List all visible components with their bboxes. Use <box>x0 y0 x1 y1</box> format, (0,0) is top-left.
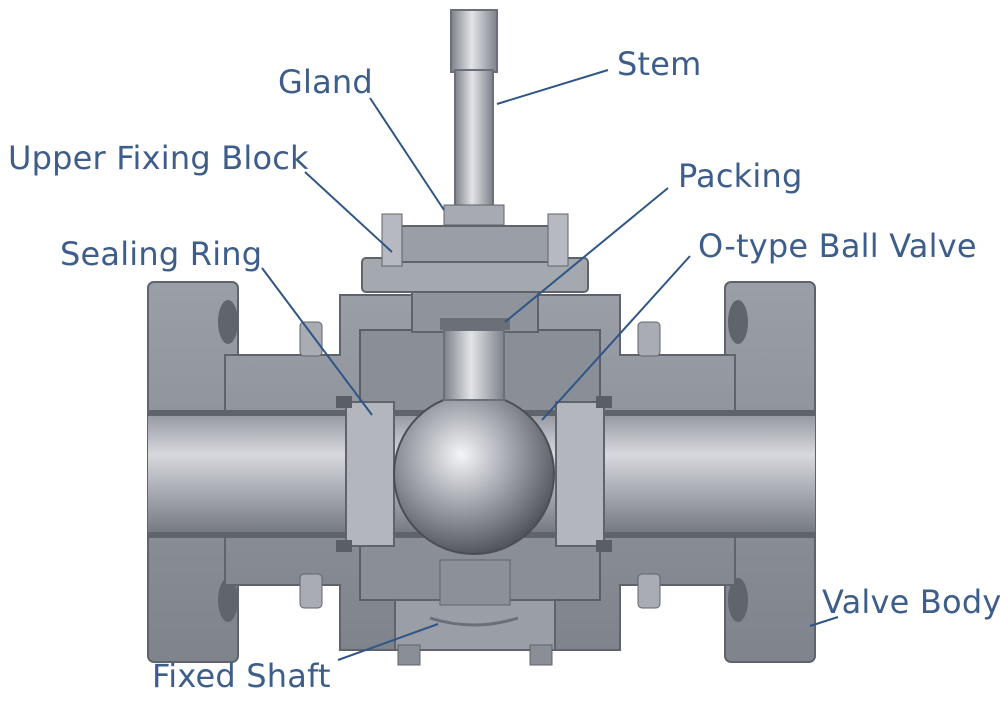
stem <box>443 9 505 401</box>
leader-o-type-ball-valve <box>541 255 691 421</box>
label-valve-body: Valve Body <box>822 583 1000 621</box>
seat-rings <box>336 396 612 552</box>
leader-gland <box>369 97 445 211</box>
leader-valve-body <box>809 616 839 627</box>
label-gland: Gland <box>278 63 373 101</box>
label-stem: Stem <box>617 45 702 83</box>
label-o-type-ball-valve: O-type Ball Valve <box>698 227 977 265</box>
leader-lines <box>261 69 839 661</box>
label-upper-fixing-block: Upper Fixing Block <box>8 139 309 177</box>
label-fixed-shaft: Fixed Shaft <box>152 657 331 695</box>
leader-fixed-shaft <box>337 623 439 661</box>
label-packing: Packing <box>678 157 803 195</box>
leader-stem <box>496 69 609 105</box>
fixed-shaft <box>394 559 556 666</box>
leader-packing <box>504 187 669 323</box>
ball <box>393 393 555 555</box>
label-sealing-ring: Sealing Ring <box>60 235 263 273</box>
leader-upper-fixing-block <box>304 171 393 253</box>
leader-sealing-ring <box>261 267 373 416</box>
upper-fixing-block <box>361 213 589 333</box>
